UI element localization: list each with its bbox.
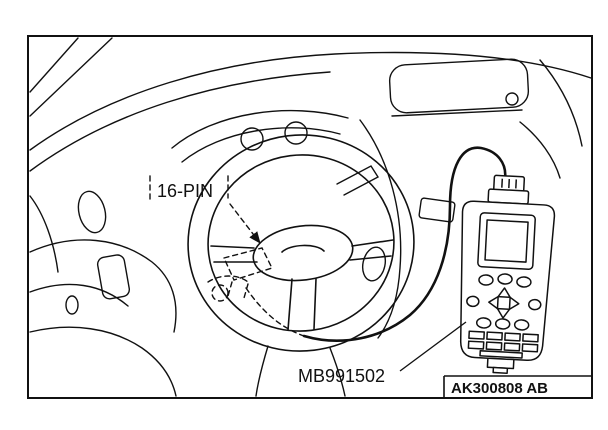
scan-tool-part-number: MB991502 <box>298 366 385 386</box>
a-pillar-line <box>29 37 113 117</box>
spoke-right-bottom <box>349 255 392 261</box>
panel-knob <box>505 92 519 106</box>
connector-ticks <box>501 178 518 189</box>
wiper-stalk <box>336 165 379 196</box>
scan-tool-illustration <box>459 174 556 374</box>
tool-bottom-tab <box>486 357 515 370</box>
a-pillar-line-2 <box>29 37 79 93</box>
dash-top-inner-edge <box>29 71 331 172</box>
figure-code: AK300808 AB <box>451 380 548 397</box>
button-oval <box>478 274 494 286</box>
small-knob <box>65 295 79 315</box>
arrow-down-button <box>496 307 511 319</box>
part-number-leader-line <box>399 321 467 372</box>
data-link-connector <box>149 175 305 337</box>
passenger-panel <box>388 58 530 114</box>
scan-tool-cable <box>302 146 507 342</box>
key-button <box>485 341 503 351</box>
connector-bracket <box>207 275 249 283</box>
key-button <box>504 332 521 342</box>
button-oval <box>497 273 513 285</box>
steering-wheel <box>187 134 415 352</box>
panel-lower-line <box>391 109 523 117</box>
connector-pin-label: 16-PIN <box>157 181 213 201</box>
key-button <box>521 343 539 353</box>
connector-housing <box>223 247 273 281</box>
connector-pin-line-2 <box>243 283 249 299</box>
key-button <box>468 330 486 340</box>
dash-right-inner <box>519 121 561 179</box>
hub-detail <box>281 244 325 253</box>
column-left-line <box>255 345 269 397</box>
spoke-right-top <box>351 239 394 247</box>
scan-tool-screen <box>484 219 529 263</box>
scan-tool-buttons <box>466 273 542 359</box>
gauge-left <box>240 127 264 151</box>
key-button <box>522 333 539 343</box>
wheel-rim-outer <box>187 134 415 352</box>
cluster-cowl-outer <box>171 109 349 149</box>
figure-code-box <box>443 375 592 398</box>
cable-hidden-segment <box>245 287 305 337</box>
tool-bottom-tab-small <box>492 366 509 374</box>
spoke-left-top <box>210 245 255 249</box>
cluster-cowl-inner <box>181 127 341 163</box>
wheel-hub <box>252 224 354 282</box>
connector-leader-arrow <box>229 203 261 244</box>
column-right-line <box>329 347 346 397</box>
gauge-right <box>284 121 308 145</box>
connector-pin-line-1 <box>227 281 233 297</box>
key-button <box>486 331 503 341</box>
connector-ring <box>211 284 229 302</box>
ignition-switch <box>361 246 387 282</box>
door-edge <box>29 195 59 273</box>
spoke-bottom-right <box>313 278 317 330</box>
arrow-up-button <box>497 287 511 299</box>
button-oval <box>513 319 530 331</box>
dash-right-edge <box>539 59 583 147</box>
key-button <box>467 340 485 350</box>
floor-line <box>29 326 177 397</box>
bottom-bar <box>479 350 523 359</box>
button-oval <box>516 276 532 288</box>
center-stack-edge <box>359 119 402 339</box>
arrow-right-button <box>508 296 520 311</box>
spoke-bottom-left <box>287 278 293 331</box>
side-vent <box>77 190 107 234</box>
key-button <box>503 342 521 352</box>
knee-bolster-upper <box>29 239 177 333</box>
wheel-rim-inner <box>207 154 395 332</box>
button-oval <box>528 298 542 311</box>
button-oval <box>475 317 492 329</box>
button-oval <box>494 318 511 330</box>
knee-bolster-lower <box>29 283 129 307</box>
button-oval <box>466 295 480 308</box>
dashboard-line-art <box>29 37 592 397</box>
arrow-left-button <box>488 295 499 310</box>
console-switch <box>418 197 456 223</box>
